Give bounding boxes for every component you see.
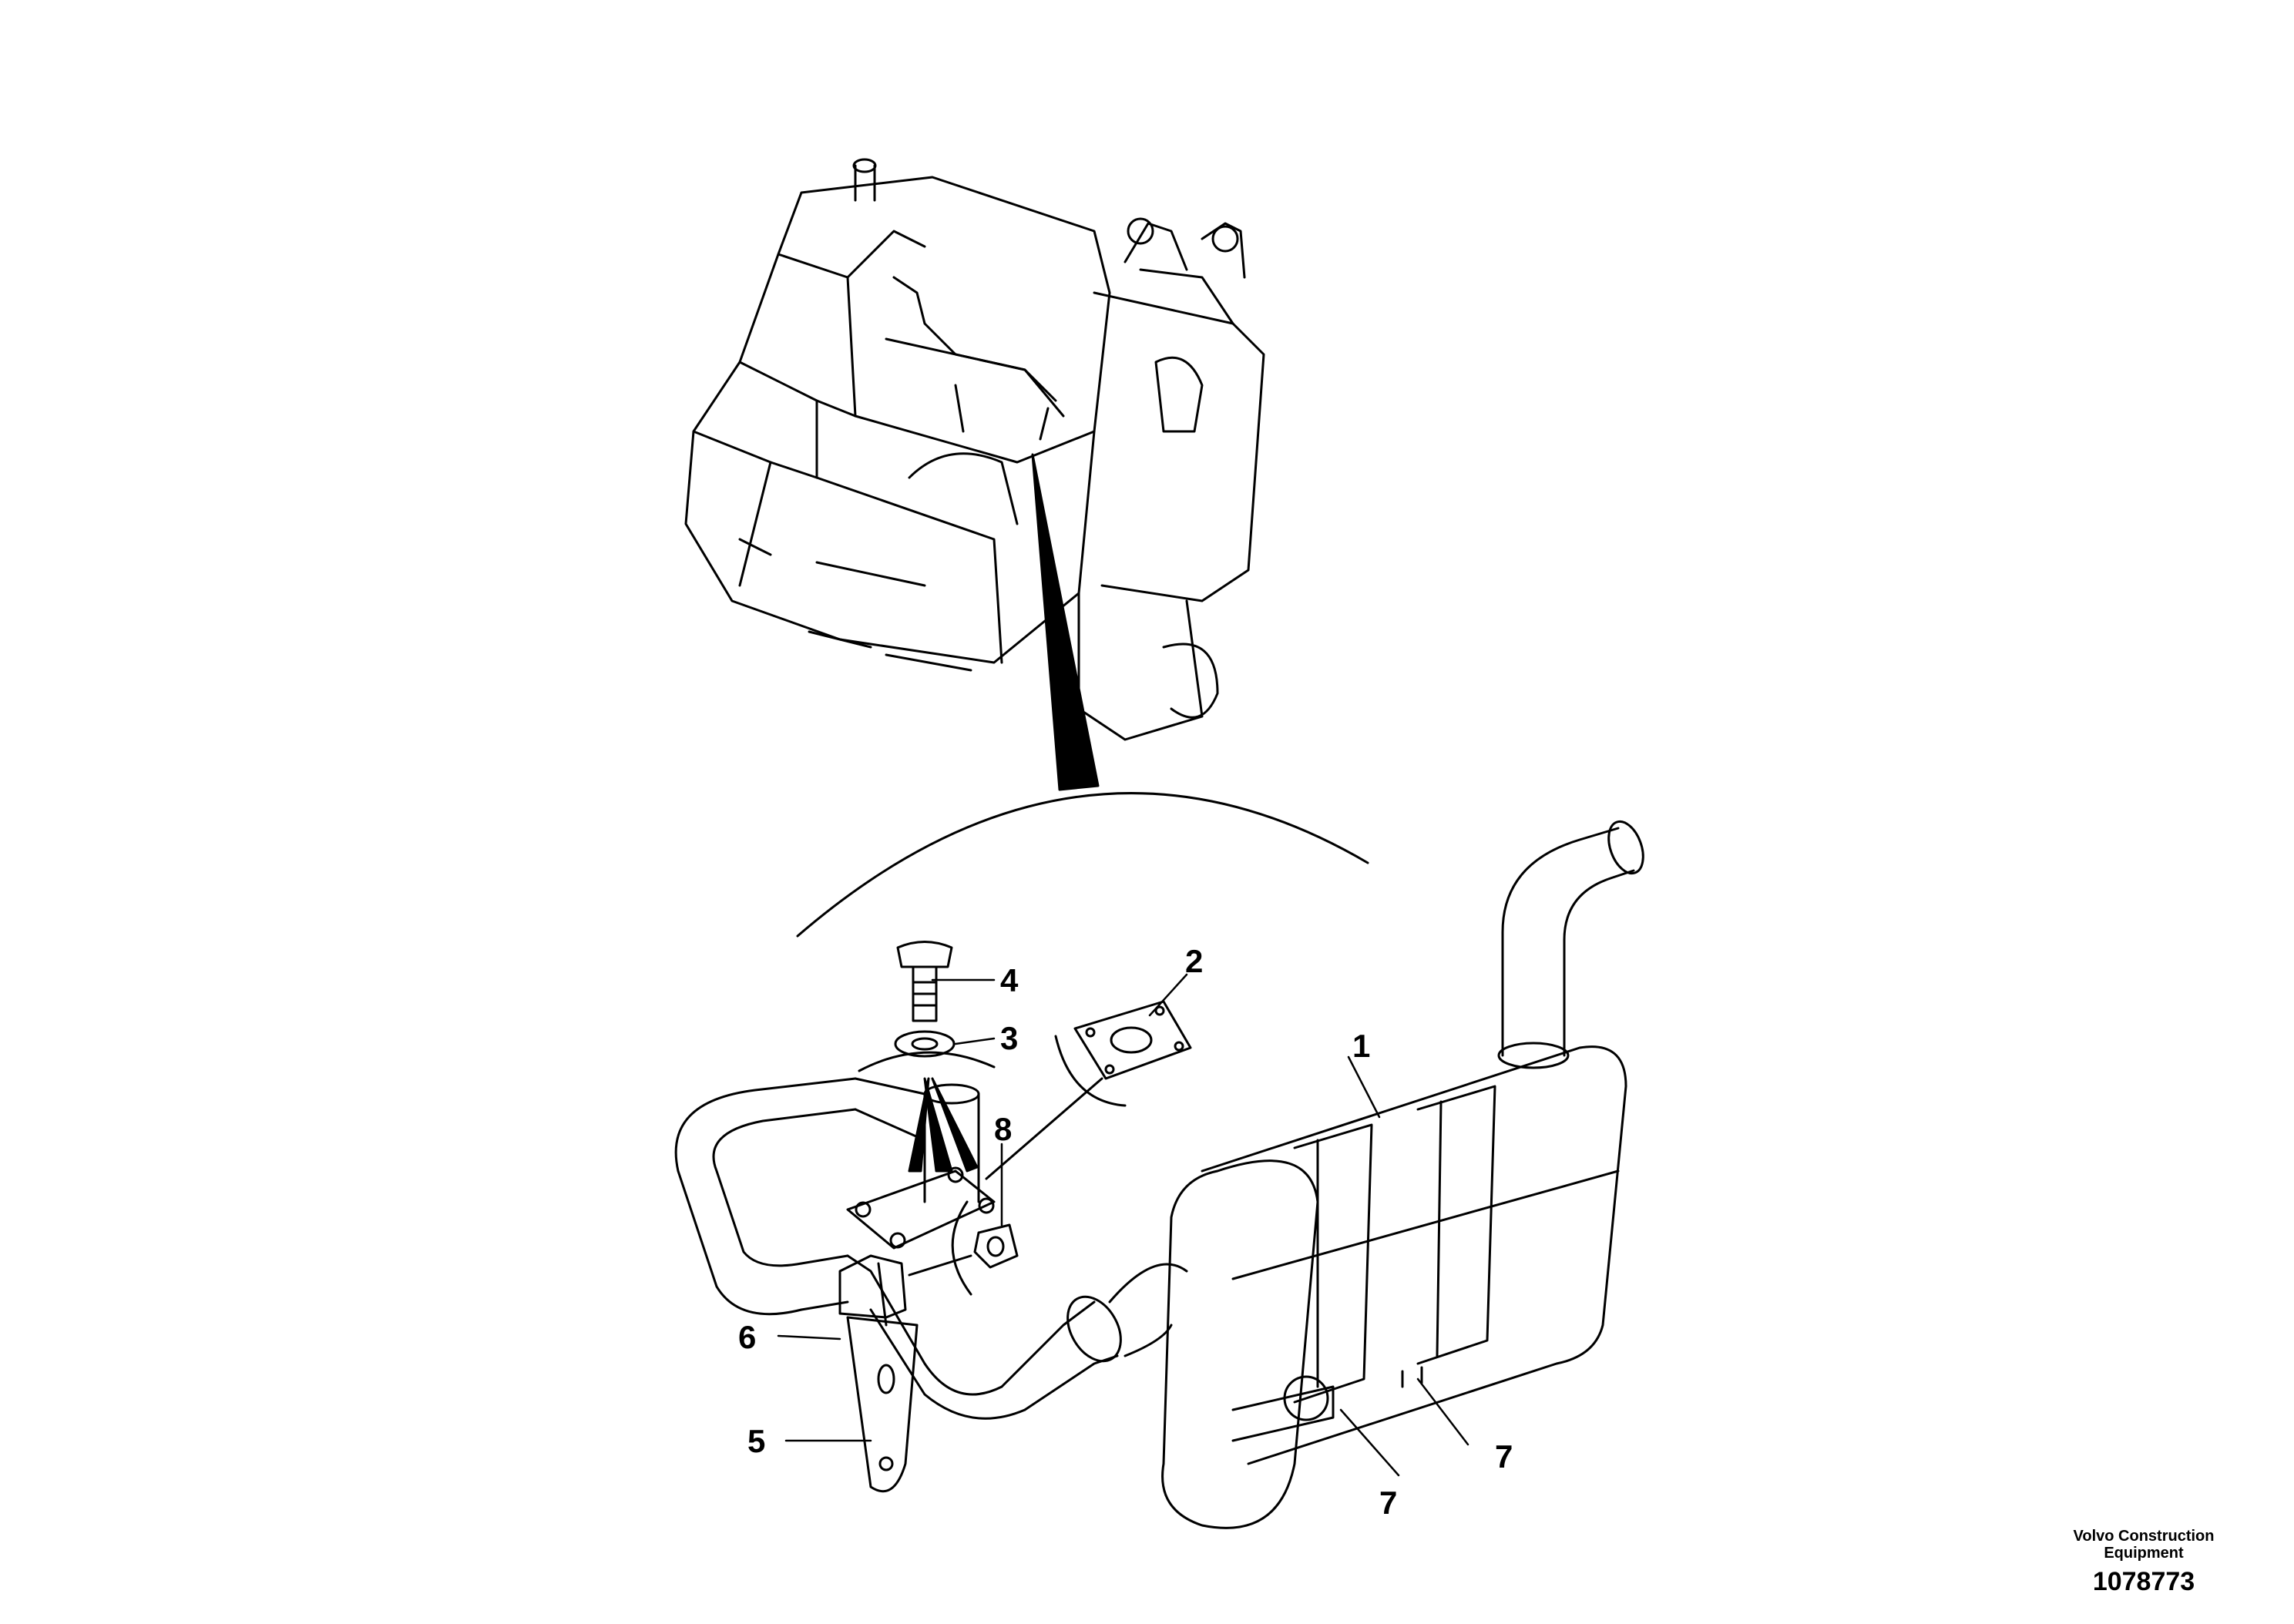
leader-lines	[777, 973, 1469, 1477]
callout-8: 8	[994, 1111, 1012, 1147]
machine-frame-illustration	[684, 158, 1265, 741]
drawing-caption: Volvo Construction Equipment 1078773	[2028, 1528, 2259, 1597]
callout-7-right: 7	[1495, 1438, 1513, 1475]
gasket-pointer-line	[985, 1077, 1103, 1180]
nut-pointer-line	[908, 1254, 972, 1277]
bolt-illustration	[896, 941, 953, 1022]
detail-pointer-wedge	[1031, 453, 1100, 791]
muffler-illustration	[1161, 820, 1644, 1529]
nut-detail-arc	[951, 1200, 972, 1296]
callout-3: 3	[1000, 1020, 1018, 1056]
brand-line-1: Volvo Construction	[2073, 1528, 2215, 1545]
callout-2: 2	[1185, 943, 1203, 979]
callout-7-left: 7	[1379, 1485, 1397, 1521]
gasket-illustration	[1073, 1000, 1192, 1080]
detail-boundary-arc	[796, 792, 1369, 938]
washer-pointer-wedge	[923, 1077, 953, 1173]
callout-1: 1	[1352, 1028, 1370, 1064]
callout-5: 5	[747, 1423, 765, 1459]
washer-illustration	[894, 1030, 956, 1058]
washer-pointer-wedge-3	[931, 1077, 979, 1173]
brand-line-2: Equipment	[2104, 1545, 2184, 1562]
document-number: 1078773	[2092, 1567, 2195, 1596]
nut-illustration	[973, 1223, 1019, 1269]
washer-detail-arc	[858, 1051, 996, 1072]
gasket-detail-arc	[1054, 1035, 1127, 1107]
callout-4: 4	[1000, 962, 1019, 998]
washer-pointer-wedge-2	[908, 1077, 930, 1173]
callout-6: 6	[738, 1319, 756, 1355]
callout-labels: 1 2 3 4 5 6 7 7 8	[738, 943, 1513, 1521]
